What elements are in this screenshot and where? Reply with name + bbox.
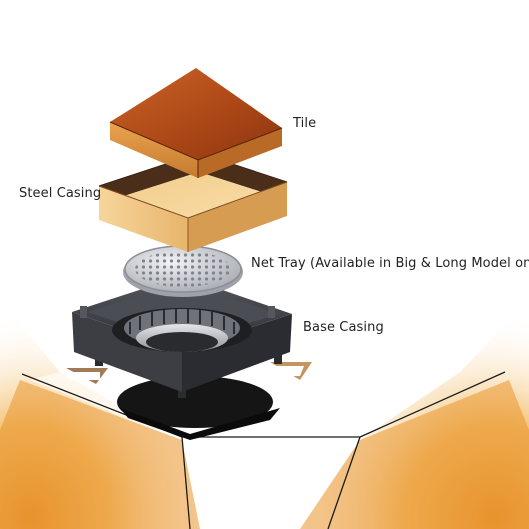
steel-casing-label: Steel Casing	[19, 186, 102, 201]
floor-glow	[0, 300, 529, 529]
net-tray	[123, 245, 243, 297]
tile	[109, 68, 283, 178]
drain-hole	[117, 376, 280, 440]
tile-label: Tile	[293, 116, 317, 131]
net-tray-label: Net Tray (Available in Big & Long Model …	[251, 256, 529, 271]
base-casing-label: Base Casing	[303, 320, 384, 335]
base-casing	[72, 274, 292, 398]
